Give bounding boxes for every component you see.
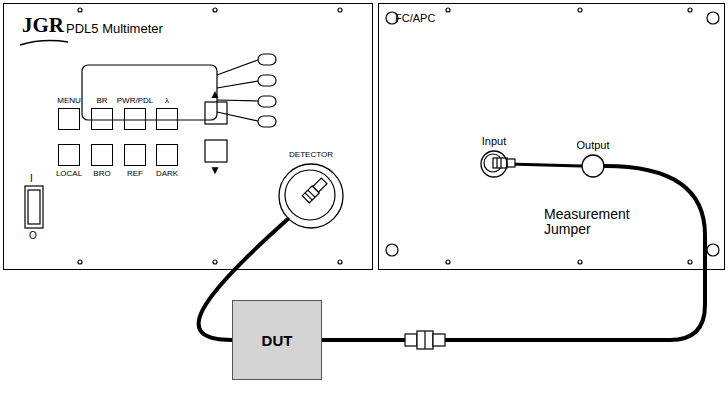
key-button: DARK <box>156 144 178 166</box>
port-label: λ <box>165 97 169 106</box>
input-port: Input <box>480 150 508 178</box>
up-arrow: ▲ <box>209 88 221 100</box>
port-label: LOCAL <box>56 170 82 179</box>
port-outline <box>581 154 605 178</box>
key-button: PWR/PDL <box>124 108 146 130</box>
connector-type: FC/APC <box>395 12 435 24</box>
switch-off-mark: O <box>29 231 37 241</box>
jumper-panel: FC/APCMeasurement JumperInputOutput <box>378 3 725 270</box>
down-arrow: ▼ <box>209 164 221 176</box>
port-label: BRO <box>93 170 110 179</box>
panel-label: Measurement Jumper <box>544 207 644 238</box>
port-label: REF <box>127 170 143 179</box>
port-label: Output <box>576 139 609 151</box>
output-port: Output <box>581 154 605 178</box>
brand-logo: JGR <box>22 14 64 37</box>
fiber-cable <box>322 166 705 340</box>
key-button: BR <box>91 108 113 130</box>
port-outline <box>278 163 344 229</box>
port-label: MENU <box>57 97 81 106</box>
port-label: BR <box>96 97 107 106</box>
port-outline <box>480 150 508 178</box>
dut-box: DUT <box>232 300 322 380</box>
logo-swoosh <box>18 38 78 48</box>
instrument-name: PDL5 Multimeter <box>66 22 163 36</box>
port-label: PWR/PDL <box>117 97 153 106</box>
key-button: BRO <box>91 144 113 166</box>
key-button: λ <box>156 108 178 130</box>
dut-label: DUT <box>262 332 293 349</box>
instrument-panel: JGRPDL5 MultimeterMENUBRPWR/PDLλLOCALBRO… <box>3 3 373 270</box>
detector-port: DETECTOR <box>278 163 344 229</box>
fiber-cable <box>508 164 581 166</box>
key-button: MENU <box>58 108 80 130</box>
switch-on-mark: I <box>30 174 33 184</box>
key-button: REF <box>124 144 146 166</box>
port-label: DARK <box>156 170 178 179</box>
port-label: DETECTOR <box>289 151 333 160</box>
key-button: LOCAL <box>58 144 80 166</box>
port-label: Input <box>482 135 506 147</box>
